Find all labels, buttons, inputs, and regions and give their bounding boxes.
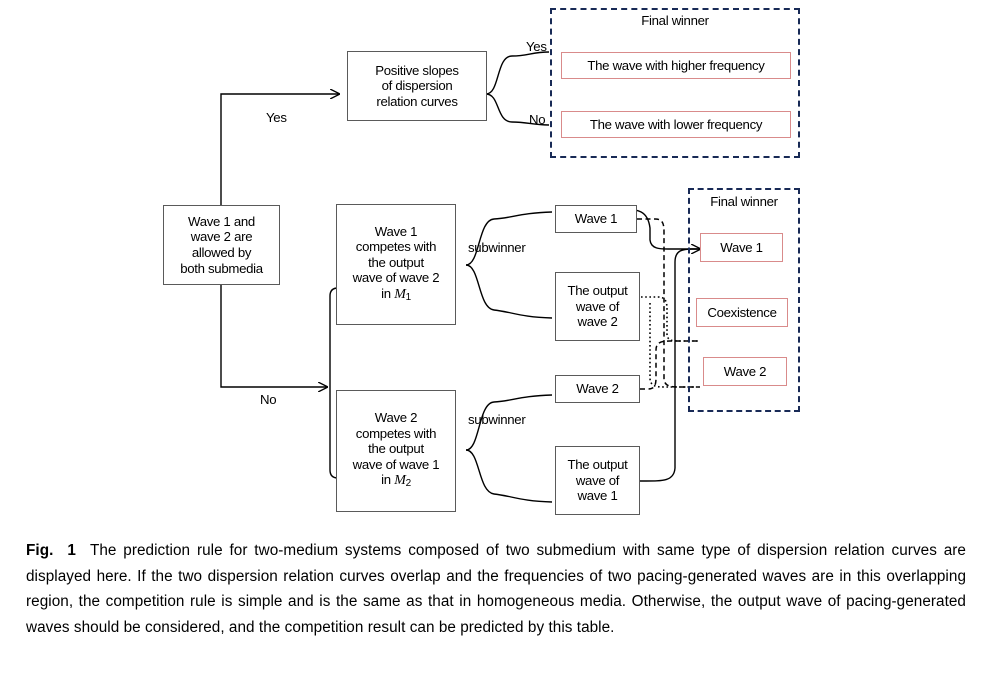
node-subwinner-wave1[interactable]: Wave 1 [555, 205, 637, 233]
figure-caption-number: 1 [67, 542, 76, 559]
node-subwinner-output-wave2-text: The output wave of wave 2 [567, 283, 628, 330]
figure-caption-label: Fig. [26, 542, 54, 559]
result-top-lower-frequency-label: The wave with lower frequency [589, 117, 763, 132]
brace-positive-slopes [485, 51, 550, 95]
result-top-higher-frequency-label: The wave with higher frequency [587, 58, 765, 73]
node-positive-slopes[interactable]: Positive slopes of dispersion relation c… [347, 51, 487, 121]
figure-caption-text: The prediction rule for two-medium syste… [26, 542, 966, 636]
node-start-condition[interactable]: Wave 1 and wave 2 are allowed by both su… [163, 205, 280, 285]
group-top-final-winner [550, 8, 800, 158]
node-m2-medium-symbol: M [394, 473, 406, 489]
brace-subwinner-top-upper [465, 211, 553, 266]
result-top-lower-frequency[interactable]: The wave with lower frequency [561, 111, 791, 138]
edge-label-yes-top: Yes [526, 39, 547, 54]
result-top-higher-frequency[interactable]: The wave with higher frequency [561, 52, 791, 79]
bracket-no-split [329, 287, 339, 479]
edge-dashed-wave1-to-wave2 [637, 218, 700, 388]
result-final-coexistence-label: Coexistence [707, 305, 777, 320]
edge-label-no-top: No [529, 112, 546, 127]
node-subwinner-output-wave1-text: The output wave of wave 1 [567, 457, 628, 504]
brace-positive-slopes-lower [485, 93, 550, 126]
node-m1-medium-index: 1 [405, 291, 412, 303]
node-subwinner-wave2-label: Wave 2 [576, 381, 619, 397]
edge-solid-outputwave1-to-final [639, 248, 700, 482]
result-final-wave2-label: Wave 2 [723, 364, 767, 379]
result-final-coexistence[interactable]: Coexistence [696, 298, 788, 327]
node-m1-medium-symbol: M [394, 286, 406, 302]
group-top-final-winner-title: Final winner [641, 13, 709, 28]
node-m2-competition[interactable]: Wave 2 competes with the output wave of … [336, 390, 456, 512]
node-subwinner-wave2[interactable]: Wave 2 [555, 375, 640, 403]
group-bottom-final-winner-title: Final winner [710, 194, 778, 209]
edge-label-subwinner-top: subwinner [468, 240, 526, 255]
brace-subwinner-bottom-lower [465, 449, 553, 503]
node-m1-competition-text: Wave 1 competes with the output wave of … [352, 223, 440, 303]
edge-no-down [220, 285, 327, 387]
node-start-condition-text: Wave 1 and wave 2 are allowed by both su… [180, 213, 263, 276]
result-final-wave1-label: Wave 1 [720, 240, 763, 255]
result-final-wave2[interactable]: Wave 2 [703, 357, 787, 386]
edge-dashed-wave2-to-coexistence [640, 340, 700, 390]
brace-subwinner-bottom-upper [465, 394, 553, 451]
group-bottom-final-winner [688, 188, 800, 412]
brace-subwinner-top-lower [465, 264, 553, 319]
node-m1-competition[interactable]: Wave 1 competes with the output wave of … [336, 204, 456, 325]
edge-label-subwinner-bottom: subwinner [468, 412, 526, 427]
edge-dotted-outputwave2-to-coexistence [641, 296, 700, 342]
node-subwinner-wave1-label: Wave 1 [574, 211, 618, 227]
node-m2-medium-index: 2 [405, 478, 412, 490]
node-m2-competition-text: Wave 2 competes with the output wave of … [352, 410, 440, 490]
node-positive-slopes-text: Positive slopes of dispersion relation c… [375, 62, 459, 109]
edge-yes-up [220, 94, 339, 205]
node-subwinner-output-wave2[interactable]: The output wave of wave 2 [555, 272, 640, 341]
edge-label-no-branch: No [260, 392, 277, 407]
edge-label-yes-branch: Yes [266, 110, 287, 125]
node-subwinner-output-wave1[interactable]: The output wave of wave 1 [555, 446, 640, 515]
result-final-wave1[interactable]: Wave 1 [700, 233, 783, 262]
